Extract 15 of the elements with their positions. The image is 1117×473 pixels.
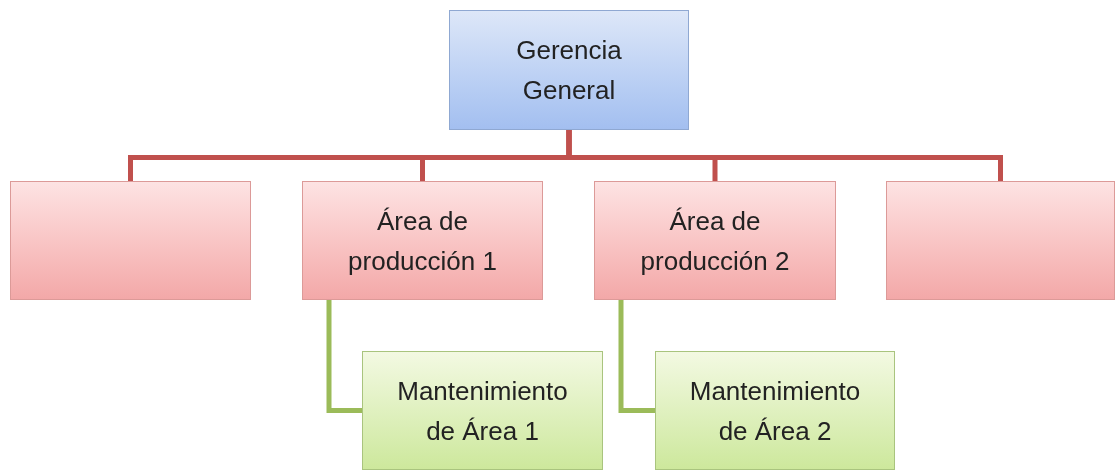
box-label: Mantenimiento de Área 1 (396, 374, 569, 448)
org-box (655, 351, 895, 470)
connector-line (566, 130, 1003, 181)
box-label: Área de producción 2 (639, 204, 791, 278)
box-label: Área de producción 1 (347, 204, 498, 278)
empty-box (886, 181, 1115, 300)
org-box (302, 181, 543, 300)
connector-line (326, 300, 362, 413)
org-box (449, 10, 689, 130)
empty-box (10, 181, 251, 300)
org-box (594, 181, 836, 300)
org-box (362, 351, 603, 470)
box-label: Gerencia General (515, 34, 623, 107)
connector-line (618, 300, 655, 413)
box-label: Mantenimiento de Área 2 (688, 374, 862, 448)
